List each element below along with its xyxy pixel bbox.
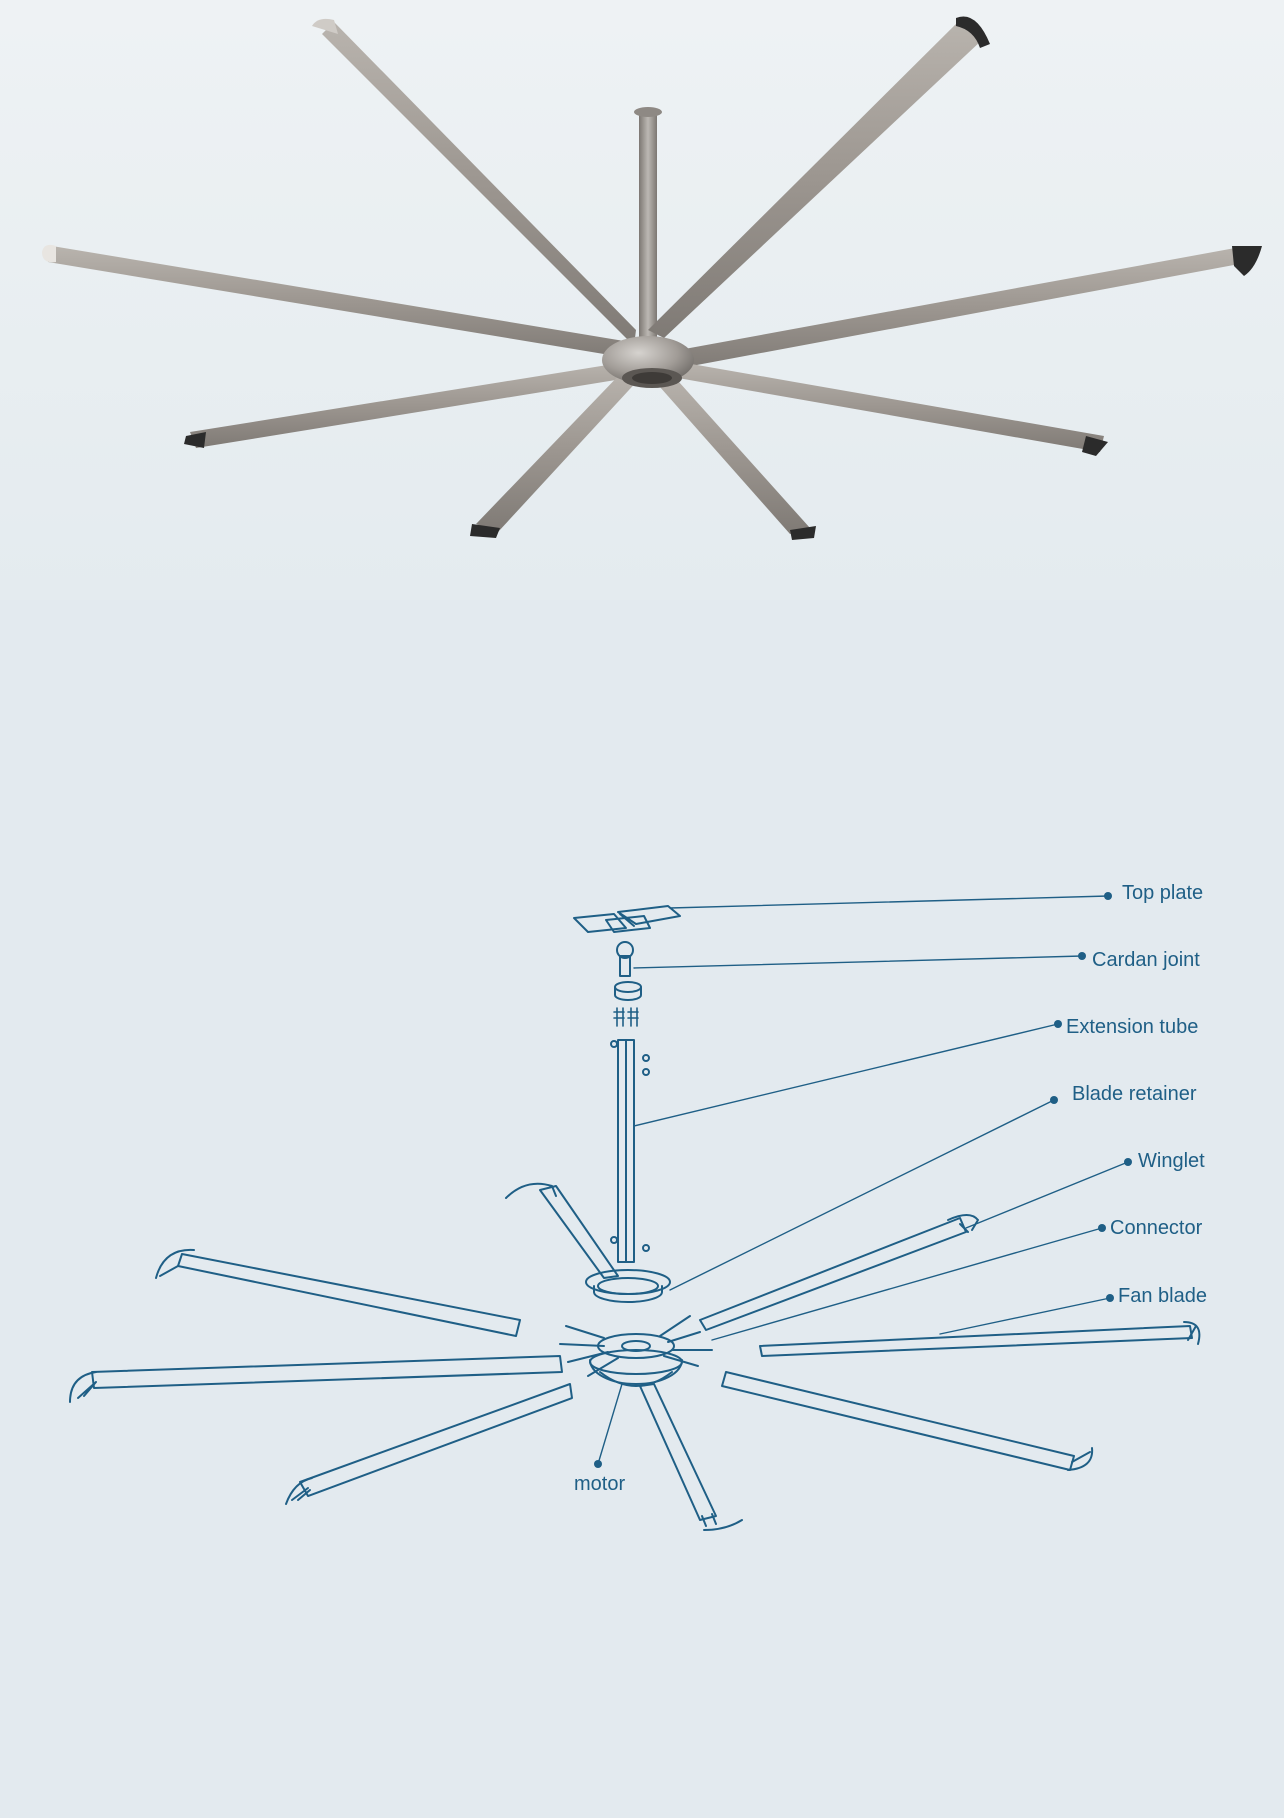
motor-part: [589, 1349, 683, 1387]
blade-retainer-part: [585, 1269, 671, 1303]
fan-blades: [48, 18, 1250, 534]
blade-photo-4: [668, 246, 1250, 370]
callout-fan-blade: Fan blade: [1118, 1285, 1207, 1307]
callout-extension-tube: Extension tube: [1066, 1016, 1199, 1038]
callout-cardan-joint: Cardan joint: [1092, 949, 1200, 971]
callout-motor: motor: [574, 1473, 626, 1495]
leader-lines: [597, 895, 1129, 1465]
blade-photo-6: [678, 362, 1104, 452]
connector-part: [559, 1315, 713, 1377]
callout-winglet: Winglet: [1138, 1150, 1205, 1172]
blade-photo-5: [190, 362, 628, 448]
exploded-blades: [69, 1182, 1201, 1531]
cardan-joint-part: [614, 941, 642, 1001]
bolts-upper: [613, 1007, 639, 1027]
fan-photo-illustration: [42, 16, 1262, 540]
blade-photo-3: [48, 246, 630, 358]
blade-photo-7: [476, 370, 640, 532]
blade-photo-1: [322, 22, 636, 346]
extension-tube-part: [610, 1039, 650, 1263]
callout-connector: Connector: [1110, 1217, 1203, 1239]
blade-photo-2: [648, 18, 982, 338]
blade-photo-8: [652, 372, 810, 534]
leader-dots: [594, 892, 1132, 1468]
blade-tips: [42, 16, 1262, 540]
callout-top-plate: Top plate: [1122, 882, 1204, 904]
downrod: [639, 110, 657, 355]
callout-blade-retainer: Blade retainer: [1072, 1083, 1197, 1105]
top-plate-part: [573, 905, 681, 933]
